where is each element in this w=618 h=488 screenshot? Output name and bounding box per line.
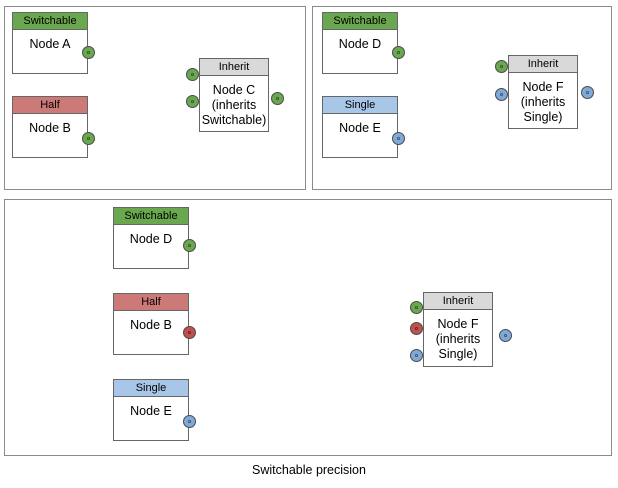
node-f-line-1: Node F: [522, 80, 564, 94]
node-b-panel3-body: Node B: [114, 311, 188, 333]
node-f-panel3-line-3: Single): [438, 347, 478, 361]
panel-switchable-precision: [4, 199, 612, 456]
node-c-line-2: (inherits: [211, 98, 257, 112]
node-a[interactable]: Switchable Node A: [12, 12, 88, 74]
node-b-panel3-header: Half: [114, 294, 188, 311]
node-d-label: Node D: [338, 37, 382, 51]
node-f-panel3-line-1: Node F: [437, 317, 479, 331]
node-e-body: Node E: [323, 114, 397, 136]
node-f-panel3-header: Inherit: [424, 293, 492, 310]
node-d-panel3-label: Node D: [129, 232, 173, 246]
node-d-output-port[interactable]: [392, 46, 405, 59]
node-e-panel3-output-port[interactable]: [183, 415, 196, 428]
node-f-line-3: Single): [523, 110, 563, 124]
node-d-panel3-header: Switchable: [114, 208, 188, 225]
node-c-header: Inherit: [200, 59, 268, 76]
node-b-body: Node B: [13, 114, 87, 136]
node-f-panel3[interactable]: Inherit Node F (inherits Single): [423, 292, 493, 367]
node-f-panel3-output-port[interactable]: [499, 329, 512, 342]
node-f-panel3-body: Node F (inherits Single): [424, 310, 492, 362]
node-e-panel3-body: Node E: [114, 397, 188, 419]
diagram-caption: Switchable precision: [252, 463, 366, 477]
node-f-body: Node F (inherits Single): [509, 73, 577, 125]
node-c-line-3: Switchable): [201, 113, 267, 127]
node-e[interactable]: Single Node E: [322, 96, 398, 158]
node-c-line-1: Node C: [212, 83, 256, 97]
node-c-input-port-2[interactable]: [186, 95, 199, 108]
node-a-output-port[interactable]: [82, 46, 95, 59]
node-d-body: Node D: [323, 30, 397, 52]
node-b-label: Node B: [29, 121, 71, 135]
node-f[interactable]: Inherit Node F (inherits Single): [508, 55, 578, 129]
node-f-output-port[interactable]: [581, 86, 594, 99]
node-f-line-2: (inherits: [520, 95, 566, 109]
node-b-panel3[interactable]: Half Node B: [113, 293, 189, 355]
node-b[interactable]: Half Node B: [12, 96, 88, 158]
node-e-panel3-label: Node E: [130, 404, 172, 418]
node-d-header: Switchable: [323, 13, 397, 30]
node-b-output-port[interactable]: [82, 132, 95, 145]
node-c-body: Node C (inherits Switchable): [200, 76, 268, 128]
node-c-input-port-1[interactable]: [186, 68, 199, 81]
node-e-header: Single: [323, 97, 397, 114]
node-f-panel3-input-port-1[interactable]: [410, 301, 423, 314]
node-f-panel3-line-2: (inherits: [435, 332, 481, 346]
node-b-panel3-label: Node B: [130, 318, 172, 332]
node-d-panel3-body: Node D: [114, 225, 188, 247]
node-f-input-port-2[interactable]: [495, 88, 508, 101]
node-e-panel3-header: Single: [114, 380, 188, 397]
node-b-panel3-output-port[interactable]: [183, 326, 196, 339]
node-e-output-port[interactable]: [392, 132, 405, 145]
node-c-output-port[interactable]: [271, 92, 284, 105]
node-e-label: Node E: [339, 121, 381, 135]
node-f-input-port-1[interactable]: [495, 60, 508, 73]
node-a-label: Node A: [29, 37, 71, 51]
node-a-body: Node A: [13, 30, 87, 52]
node-b-header: Half: [13, 97, 87, 114]
node-d[interactable]: Switchable Node D: [322, 12, 398, 74]
node-d-panel3[interactable]: Switchable Node D: [113, 207, 189, 269]
node-a-header: Switchable: [13, 13, 87, 30]
node-f-header: Inherit: [509, 56, 577, 73]
node-e-panel3[interactable]: Single Node E: [113, 379, 189, 441]
node-d-panel3-output-port[interactable]: [183, 239, 196, 252]
node-c[interactable]: Inherit Node C (inherits Switchable): [199, 58, 269, 132]
node-f-panel3-input-port-3[interactable]: [410, 349, 423, 362]
node-f-panel3-input-port-2[interactable]: [410, 322, 423, 335]
